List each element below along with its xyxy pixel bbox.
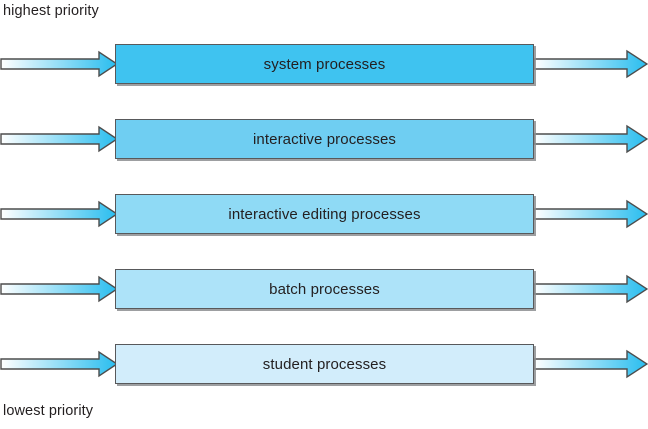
lowest-priority-label: lowest priority bbox=[3, 403, 94, 419]
process-queue-box[interactable]: system processes bbox=[115, 44, 534, 84]
outgoing-arrow bbox=[533, 124, 648, 154]
outgoing-arrow bbox=[533, 199, 648, 229]
process-queue-box[interactable]: batch processes bbox=[115, 269, 534, 309]
outgoing-arrow bbox=[533, 274, 648, 304]
process-queue-label: interactive editing processes bbox=[228, 205, 421, 223]
incoming-arrow bbox=[0, 50, 119, 78]
queue-flow-arrows bbox=[0, 349, 648, 379]
process-queue-box[interactable]: interactive processes bbox=[115, 119, 534, 159]
process-queue-label: system processes bbox=[263, 55, 386, 73]
incoming-arrow bbox=[0, 350, 119, 378]
process-queue-box[interactable]: student processes bbox=[115, 344, 534, 384]
queue-flow-arrows bbox=[0, 274, 648, 304]
priority-row: interactive processes bbox=[0, 116, 648, 162]
incoming-arrow bbox=[0, 200, 119, 228]
incoming-arrow bbox=[0, 125, 119, 153]
priority-row: batch processes bbox=[0, 266, 648, 312]
outgoing-arrow bbox=[533, 349, 648, 379]
queue-flow-arrows bbox=[0, 124, 648, 154]
process-queue-label: batch processes bbox=[269, 280, 380, 298]
priority-row: system processes bbox=[0, 41, 648, 87]
highest-priority-label: highest priority bbox=[3, 3, 99, 19]
queue-flow-arrows bbox=[0, 49, 648, 79]
process-queue-label: student processes bbox=[262, 355, 387, 373]
queue-flow-arrows bbox=[0, 199, 648, 229]
incoming-arrow bbox=[0, 275, 119, 303]
process-queue-label: interactive processes bbox=[253, 130, 396, 148]
process-queue-box[interactable]: interactive editing processes bbox=[115, 194, 534, 234]
priority-row: interactive editing processes bbox=[0, 191, 648, 237]
outgoing-arrow bbox=[533, 49, 648, 79]
priority-row: student processes bbox=[0, 341, 648, 387]
